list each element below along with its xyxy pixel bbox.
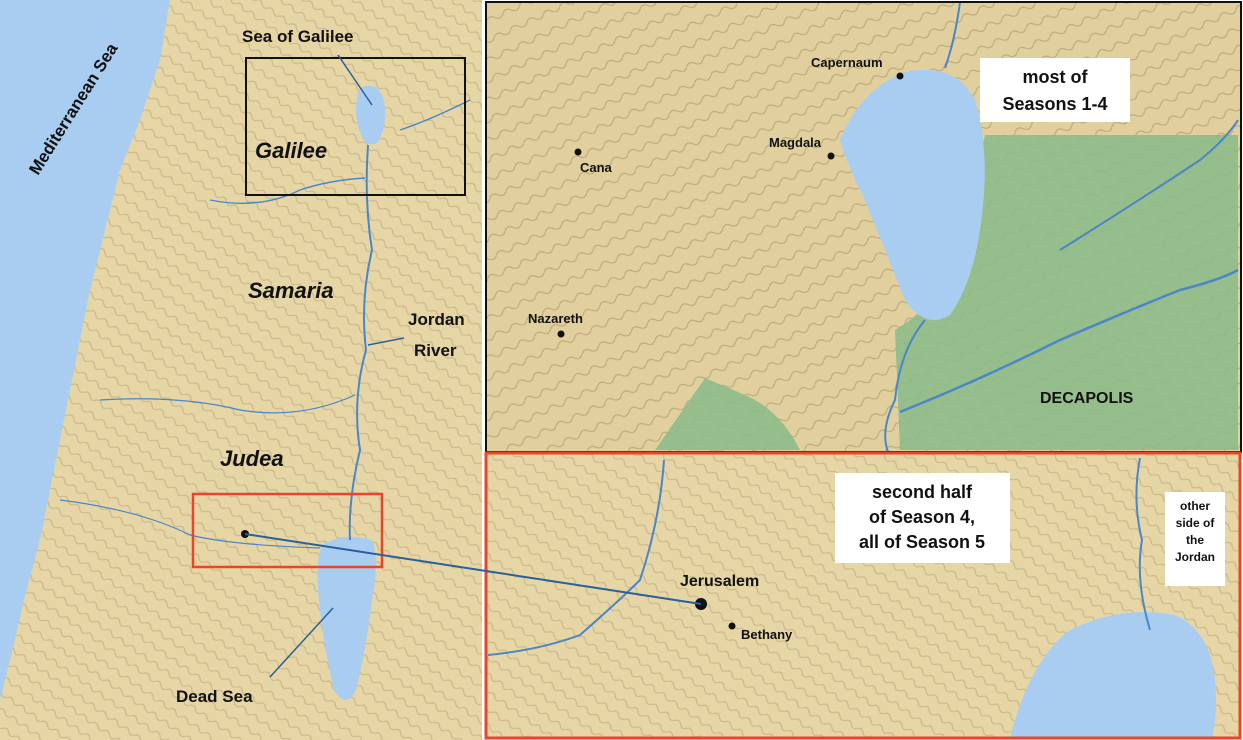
other-side-line1: other	[1180, 499, 1210, 513]
jordan-leader	[367, 337, 405, 346]
other-side-line2: side of	[1176, 516, 1216, 530]
dead-sea-leader	[269, 607, 334, 678]
magdala-dot	[827, 152, 835, 160]
other-side-callout	[1165, 492, 1225, 586]
nazareth-label: Nazareth	[528, 311, 583, 326]
season-4-5-callout-line1: second half	[872, 482, 973, 502]
jordan-river-detail	[884, 319, 926, 453]
upper-jordan	[944, 1, 961, 69]
mediterranean-sea-shape	[0, 0, 170, 700]
tributary-line	[399, 99, 471, 131]
jerusalem-connector-line	[244, 533, 702, 605]
galilee-label: Galilee	[255, 138, 327, 163]
jordan-river-lower	[1135, 457, 1151, 631]
overview-map: Mediterranean Sea Sea of Galilee Galilee…	[0, 0, 482, 740]
sea-of-galilee-label: Sea of Galilee	[242, 27, 354, 46]
samaria-label: Samaria	[248, 278, 334, 303]
seasons-1-4-callout-line1: most of	[1023, 67, 1089, 87]
galilee-detail-map: most of Seasons 1-4 Capernaum Magdala Ca…	[485, 1, 1242, 453]
other-side-line3: the	[1186, 533, 1204, 547]
season-4-5-callout-line3: all of Season 5	[859, 532, 985, 552]
cana-dot	[574, 148, 582, 156]
dead-sea-detail	[1010, 612, 1216, 738]
galilee-inset-box	[245, 57, 466, 196]
bethany-dot	[728, 622, 736, 630]
seasons-1-4-callout	[980, 58, 1130, 122]
nazareth-dot	[557, 330, 565, 338]
season-4-5-callout-line2: of Season 4,	[869, 507, 975, 527]
tributary-line	[99, 394, 356, 414]
judea-inset-box	[191, 492, 384, 569]
jordan-river-label-line1: Jordan	[408, 310, 465, 329]
judea-label: Judea	[220, 446, 284, 471]
river-north	[1059, 119, 1239, 251]
sea-of-galilee-shape	[356, 85, 386, 145]
jerusalem-label: Jerusalem	[680, 573, 759, 590]
season-4-5-callout	[835, 473, 1010, 563]
jordan-river-line	[348, 144, 374, 541]
sea-of-galilee-detail	[840, 69, 985, 321]
judea-detail-frame	[484, 451, 1242, 740]
judea-detail-map: second half of Season 4, all of Season 5…	[484, 451, 1242, 740]
tributary-line	[209, 177, 366, 204]
decapolis-region	[655, 378, 800, 450]
seasons-1-4-callout-line2: Seasons 1-4	[1002, 94, 1107, 114]
bethany-label: Bethany	[741, 627, 793, 642]
other-side-line4: Jordan	[1175, 550, 1215, 564]
jordan-river-label-line2: River	[414, 341, 457, 360]
yarmuk-river	[899, 268, 1239, 414]
wadi-west	[487, 459, 665, 656]
sea-of-galilee-leader	[337, 54, 373, 106]
cana-label: Cana	[580, 160, 613, 175]
tributary-line	[59, 499, 321, 549]
capernaum-dot	[896, 72, 904, 80]
capernaum-label: Capernaum	[811, 55, 883, 70]
dead-sea-label: Dead Sea	[176, 687, 253, 706]
dead-sea-shape	[317, 536, 376, 700]
magdala-label: Magdala	[769, 135, 822, 150]
decapolis-label: DECAPOLIS	[1040, 390, 1134, 407]
